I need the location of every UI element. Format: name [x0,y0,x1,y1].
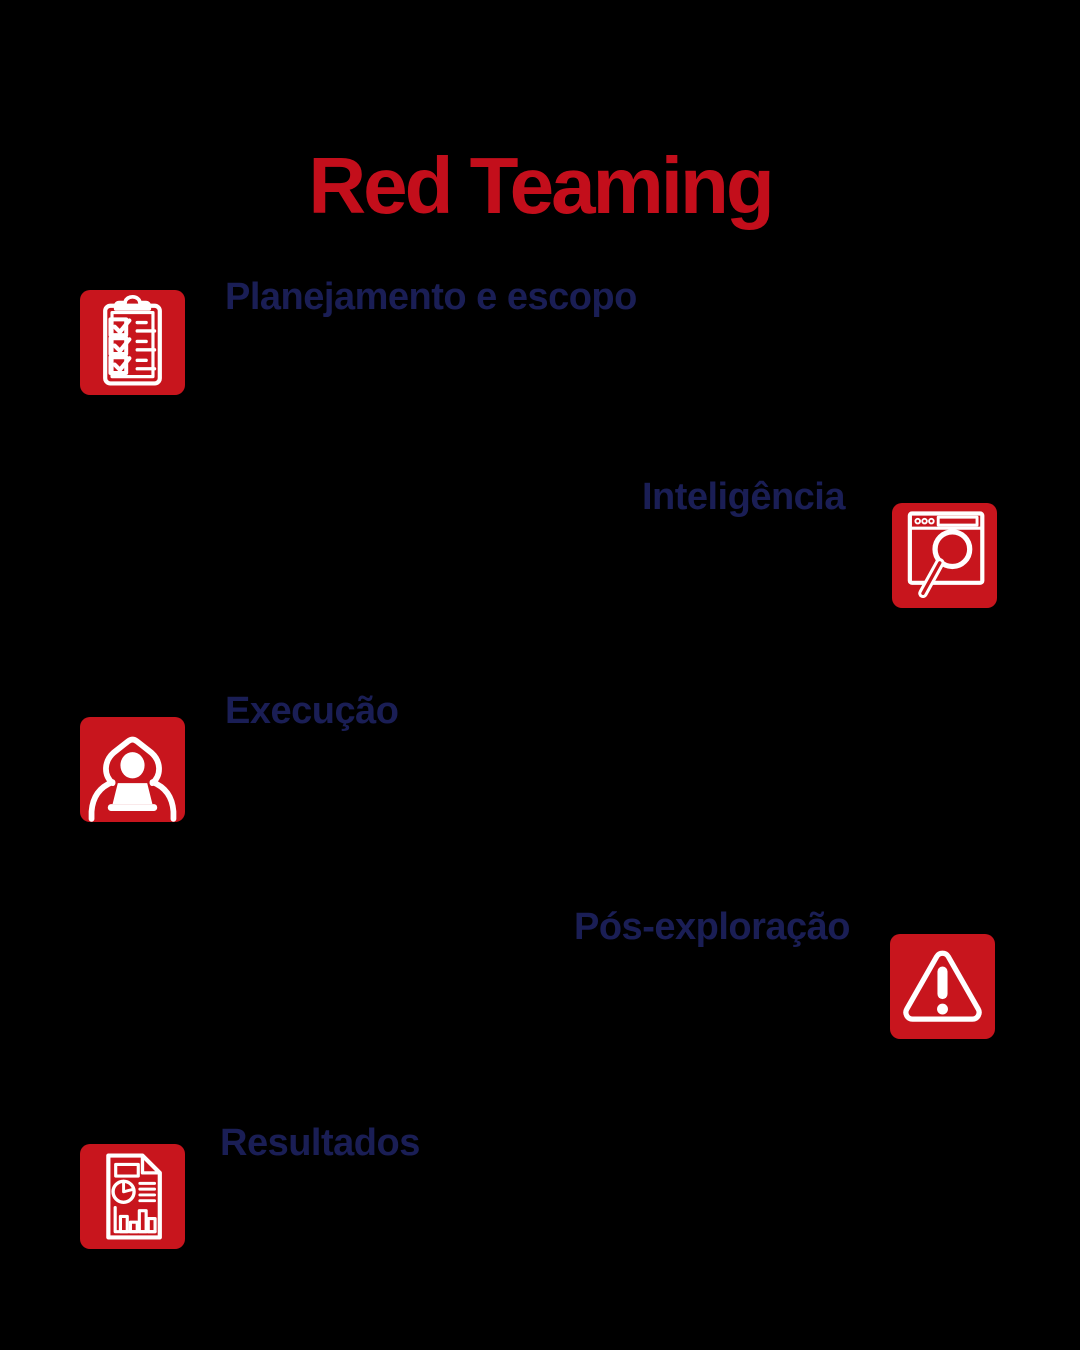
page-title: Red Teaming [308,141,774,230]
report-chart-glyph [106,1153,162,1240]
report-chart-icon [80,1144,185,1249]
warning-triangle-icon [890,934,995,1039]
step-label-planejamento: Planejamento e escopo [225,276,637,318]
clipboard-checklist-glyph [103,295,162,386]
hacker-laptop-glyph [88,736,177,822]
step-label-inteligencia: Inteligência [641,476,846,518]
warning-triangle-glyph [903,950,982,1022]
browser-search-glyph [907,511,985,599]
step-label-resultados: Resultados [220,1122,420,1164]
hacker-laptop-icon [80,717,185,822]
browser-search-icon [892,503,997,608]
step-label-pos-exploracao: Pós-exploração [574,906,851,948]
step-label-execucao: Execução [225,690,399,732]
clipboard-checklist-icon [80,290,185,395]
